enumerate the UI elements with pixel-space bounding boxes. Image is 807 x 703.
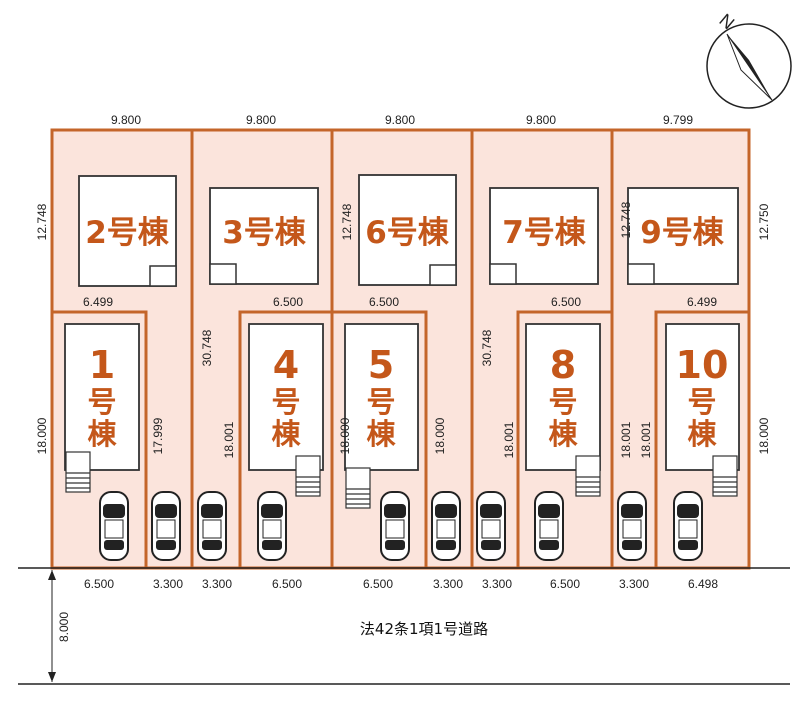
- dim-d8: 18.001: [502, 421, 516, 458]
- lot-label-1-num: 1: [89, 343, 115, 387]
- dim-d7: 30.748: [480, 329, 494, 366]
- bottom-width-1: 6.500: [84, 577, 114, 591]
- lot-label-5-go: 号: [366, 385, 395, 419]
- mid-width-dims: 6.499 6.500 6.500 6.500 6.499: [83, 295, 717, 309]
- entrance-steps: [65, 451, 738, 509]
- back-lot-labels: 2号棟 3号棟 6号棟 7号棟 9号棟: [85, 215, 725, 251]
- road-edges: [18, 567, 790, 685]
- bottom-width-3: 3.300: [202, 577, 232, 591]
- car-icon: [673, 491, 703, 561]
- car-icon: [257, 491, 287, 561]
- top-width-dims: 9.800 9.800 9.800 9.800 9.799: [111, 113, 693, 127]
- bottom-width-10: 6.498: [688, 577, 718, 591]
- bottom-width-4: 6.500: [272, 577, 302, 591]
- road-width-dim: 8.000: [57, 612, 71, 642]
- car-icon: [380, 491, 410, 561]
- lot-label-8-num: 8: [550, 343, 576, 387]
- lot-label-10-num: 10: [676, 343, 729, 387]
- lot-label-4-mune: 棟: [271, 417, 301, 451]
- steps-icon: [65, 451, 91, 493]
- steps-icon: [295, 455, 321, 497]
- side-top-right: 12.750: [757, 203, 771, 240]
- car-icon: [197, 491, 227, 561]
- side-bottom-right: 18.000: [757, 417, 771, 454]
- steps-icon: [345, 467, 371, 509]
- mid-width-lot-4: 6.500: [273, 295, 303, 309]
- lot-label-9: 9号棟: [640, 215, 725, 251]
- lot-label-5-mune: 棟: [366, 417, 396, 451]
- steps-icon: [575, 455, 601, 497]
- lot-label-1-go: 号: [87, 385, 116, 419]
- dim-d6: 18.000: [433, 417, 447, 454]
- bottom-width-6: 3.300: [433, 577, 463, 591]
- dim-d2: 30.748: [200, 329, 214, 366]
- dim-d3: 18.001: [222, 421, 236, 458]
- porches: [149, 263, 655, 287]
- top-width-lot-3: 9.800: [246, 113, 276, 127]
- lot-label-2: 2号棟: [85, 215, 170, 251]
- top-width-lot-9: 9.799: [663, 113, 693, 127]
- top-width-lot-7: 9.800: [526, 113, 556, 127]
- dim-d1: 17.999: [151, 417, 165, 454]
- dim-d5: 18.000: [338, 417, 352, 454]
- car-icon: [534, 491, 564, 561]
- parking-cars: [99, 491, 703, 561]
- bottom-width-8: 6.500: [550, 577, 580, 591]
- dim-d9: 12.748: [619, 201, 633, 238]
- lot-label-4-go: 号: [271, 385, 300, 419]
- mid-width-lot-8: 6.500: [551, 295, 581, 309]
- vertical-dims: 12.748 18.000 12.750 18.000 17.999 30.74…: [35, 201, 771, 642]
- car-icon: [151, 491, 181, 561]
- road-width-arrows: [48, 570, 56, 682]
- lot-label-10-go: 号: [687, 385, 716, 419]
- bottom-width-7: 3.300: [482, 577, 512, 591]
- lot-label-7: 7号棟: [502, 215, 587, 251]
- lot-label-8-go: 号: [548, 385, 577, 419]
- lot-label-5-num: 5: [368, 343, 394, 387]
- road-label: 法42条1項1号道路: [360, 620, 488, 638]
- lot-label-1-mune: 棟: [87, 417, 117, 451]
- mid-width-lot-10: 6.499: [687, 295, 717, 309]
- mid-width-lot-1: 6.499: [83, 295, 113, 309]
- steps-icon: [712, 455, 738, 497]
- bottom-width-2: 3.300: [153, 577, 183, 591]
- lot-label-10-mune: 棟: [687, 417, 717, 451]
- bottom-width-5: 6.500: [363, 577, 393, 591]
- lot-label-4-num: 4: [273, 343, 299, 387]
- dim-d11: 18.001: [639, 421, 653, 458]
- car-icon: [476, 491, 506, 561]
- front-lot-labels: 1 号 棟 4 号 棟 5 号 棟 8 号 棟 10 号 棟: [87, 343, 728, 451]
- dim-d10: 18.001: [619, 421, 633, 458]
- lot-label-3: 3号棟: [222, 215, 307, 251]
- buildings: [64, 174, 740, 471]
- side-bottom-left: 18.000: [35, 417, 49, 454]
- bottom-width-dims: 6.500 3.300 3.300 6.500 6.500 3.300 3.30…: [84, 577, 718, 591]
- top-width-lot-2: 9.800: [111, 113, 141, 127]
- side-top-left: 12.748: [35, 203, 49, 240]
- lot-label-8-mune: 棟: [548, 417, 578, 451]
- mid-width-lot-5: 6.500: [369, 295, 399, 309]
- compass-icon: N: [706, 10, 792, 109]
- bottom-width-9: 3.300: [619, 577, 649, 591]
- car-icon: [617, 491, 647, 561]
- car-icon: [431, 491, 461, 561]
- top-width-lot-6: 9.800: [385, 113, 415, 127]
- car-icon: [99, 491, 129, 561]
- dim-d4: 12.748: [340, 203, 354, 240]
- lot-label-6: 6号棟: [365, 215, 450, 251]
